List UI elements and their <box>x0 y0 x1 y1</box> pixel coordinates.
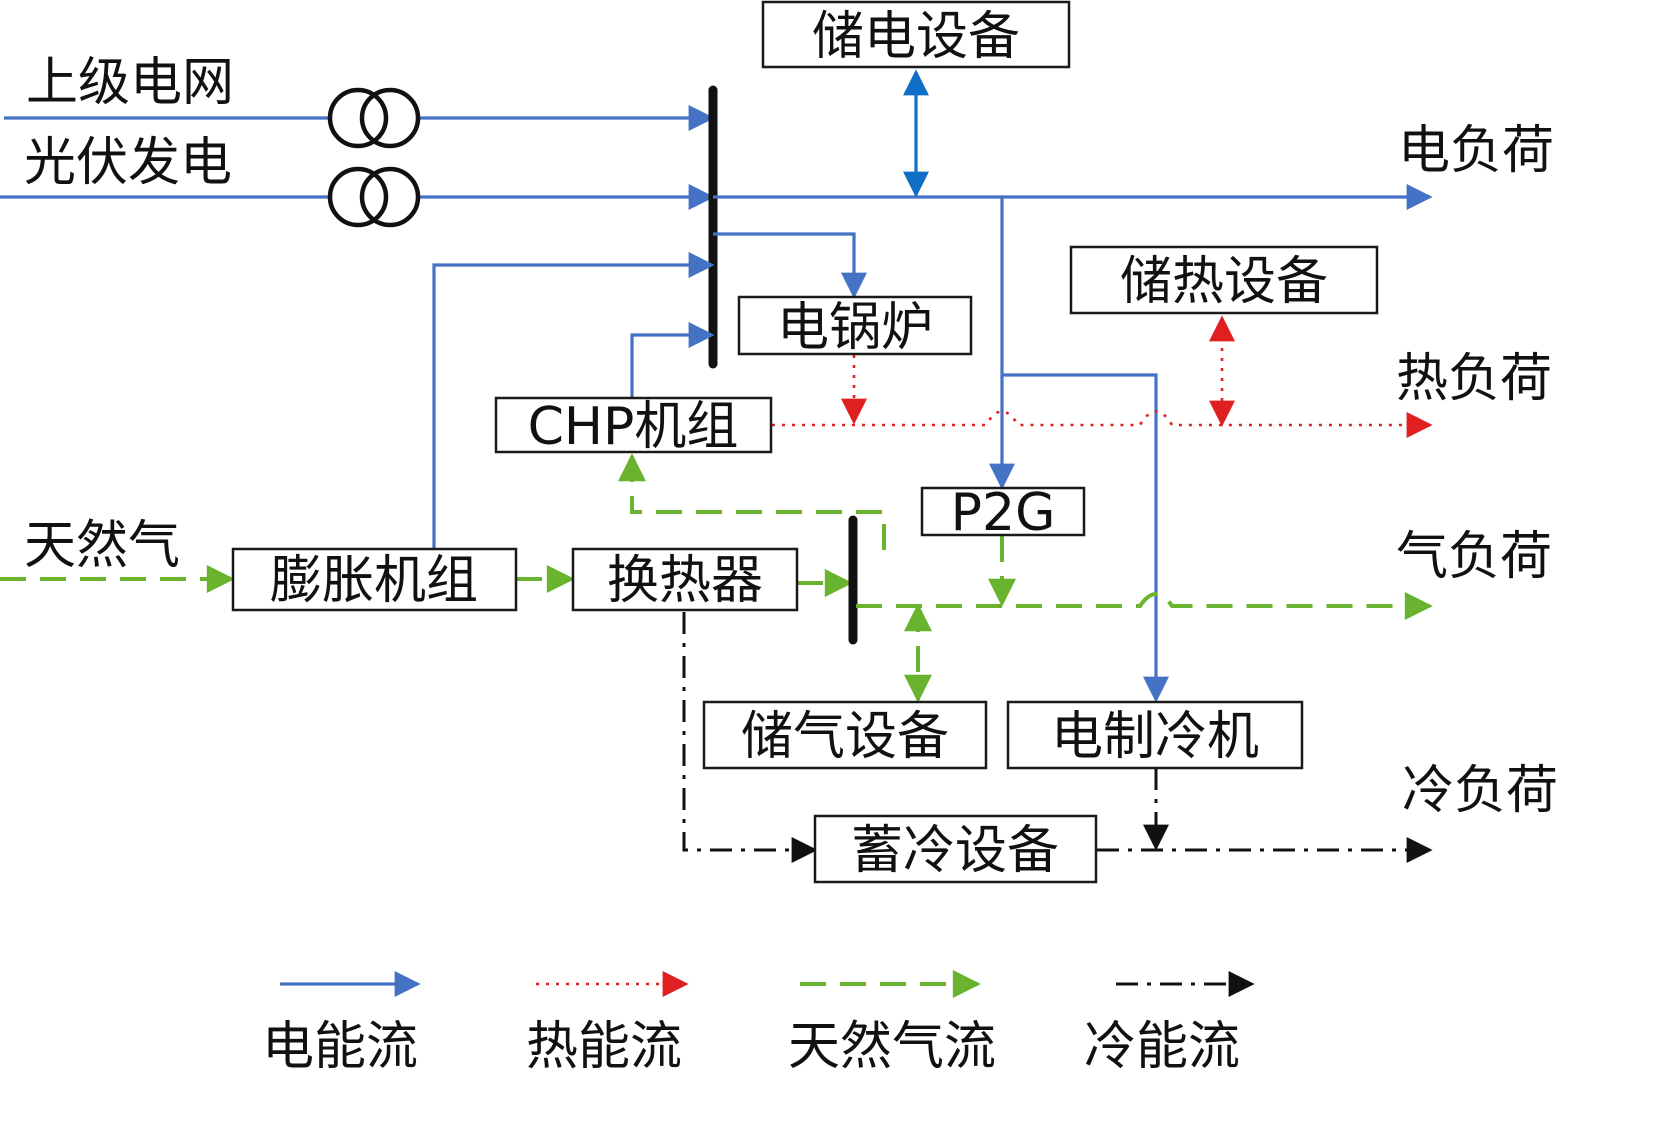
chp-to-bus-line <box>630 322 715 398</box>
heat-exchanger-device: 换热器 <box>571 547 799 612</box>
gas-storage-label: 储气设备 <box>741 707 949 767</box>
load-gas-label: 气负荷 <box>1396 527 1552 587</box>
heat-storage-label: 储热设备 <box>1120 252 1328 312</box>
electric-chiller-label: 电制冷机 <box>1051 707 1259 767</box>
expander-device: 膨胀机组 <box>231 547 518 612</box>
gas-storage-device: 储气设备 <box>702 700 988 770</box>
legend-gas-label: 天然气流 <box>788 1017 996 1077</box>
bus-to-boiler-line <box>713 232 867 299</box>
cold-storage-label: 蓄冷设备 <box>851 821 1059 881</box>
legend-gas: 天然气流 <box>788 970 996 1077</box>
legend-cold-label: 冷能流 <box>1084 1017 1240 1077</box>
legend: 电能流 热能流 天然气流 冷能流 <box>262 970 1255 1077</box>
source-pv-label: 光伏发电 <box>24 133 232 193</box>
transformer-grid-icon <box>327 87 421 149</box>
electric-boiler-device: 电锅炉 <box>737 295 973 358</box>
chp-device: CHP机组 <box>494 396 773 457</box>
electric-chiller-device: 电制冷机 <box>1006 700 1304 770</box>
load-heat-label: 热负荷 <box>1396 349 1552 409</box>
legend-cold: 冷能流 <box>1084 971 1255 1077</box>
p2g-label: P2G <box>951 483 1056 543</box>
chp-label: CHP机组 <box>528 397 739 457</box>
source-grid-label: 上级电网 <box>26 53 234 113</box>
source-gas-label: 天然气 <box>24 516 180 576</box>
transformer-pv-icon <box>327 166 421 228</box>
electric-storage-label: 储电设备 <box>812 7 1020 67</box>
electric-storage-device: 储电设备 <box>761 0 1071 69</box>
cold-storage-device: 蓄冷设备 <box>813 814 1098 884</box>
gasbus-to-chp-line <box>618 453 886 550</box>
heat-main-line <box>772 410 1433 438</box>
load-cold-label: 冷负荷 <box>1402 761 1558 821</box>
heat-storage-device: 储热设备 <box>1069 245 1379 315</box>
expander-label: 膨胀机组 <box>270 551 478 611</box>
legend-electric: 电能流 <box>262 971 421 1077</box>
electric-to-chiller-line <box>1002 373 1169 703</box>
legend-heat-label: 热能流 <box>526 1017 682 1077</box>
exchanger-to-coldstorage-line <box>682 612 818 863</box>
expander-to-bus-line <box>432 252 715 549</box>
load-electric-label: 电负荷 <box>1398 121 1554 181</box>
heat-exchanger-label: 换热器 <box>607 551 763 611</box>
legend-electric-label: 电能流 <box>262 1017 418 1077</box>
electric-boiler-label: 电锅炉 <box>777 298 933 358</box>
legend-heat: 热能流 <box>526 971 689 1077</box>
p2g-device: P2G <box>920 483 1086 543</box>
gas-main-line <box>856 592 1433 620</box>
